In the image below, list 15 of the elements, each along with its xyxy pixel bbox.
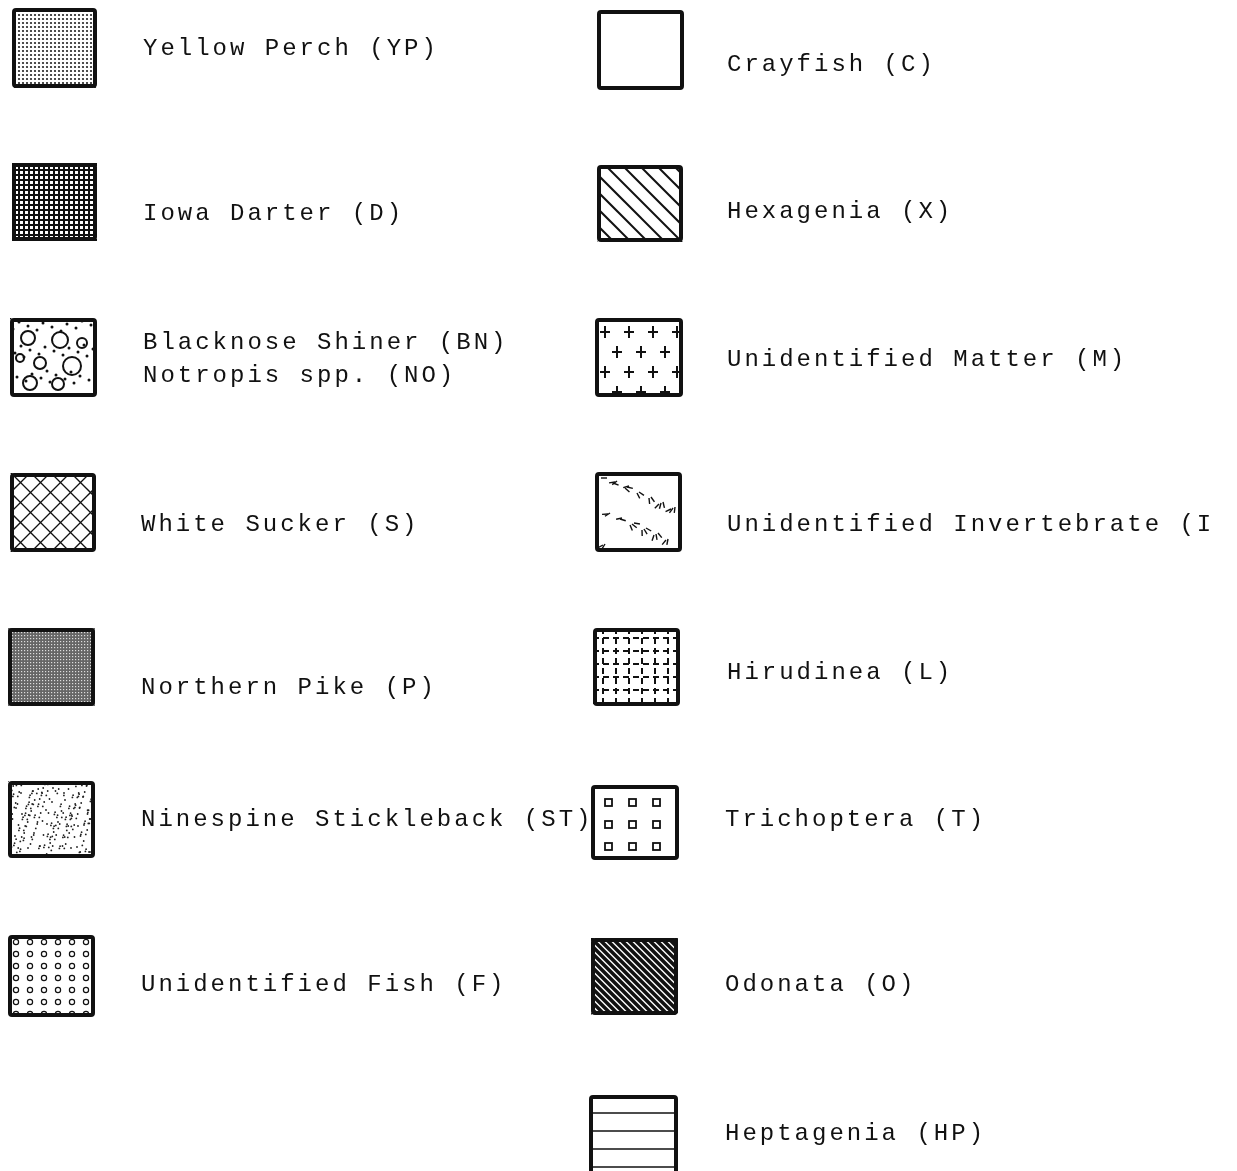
legend-label: Yellow Perch (YP) <box>143 33 439 64</box>
legend-label: Blacknose Shiner (BN) Notropis spp. (NO) <box>143 328 510 391</box>
legend-label: Hirudinea (L) <box>727 657 954 688</box>
legend-label: Trichoptera (T) <box>725 804 987 835</box>
legend-label: Unidentified Matter (M) <box>727 344 1128 375</box>
legend-label: Crayfish (C) <box>727 49 936 80</box>
legend-label: Odonata (O) <box>725 969 917 1000</box>
legend-label: Heptagenia (HP) <box>725 1118 987 1149</box>
legend-label: Unidentified Invertebrate (I <box>727 509 1215 540</box>
legend-label: White Sucker (S) <box>141 509 420 540</box>
legend-label: Iowa Darter (D) <box>143 198 405 229</box>
legend-label: Unidentified Fish (F) <box>141 969 507 1000</box>
legend-label: Northern Pike (P) <box>141 672 437 703</box>
legend-label: Ninespine Stickleback (ST) <box>141 804 594 835</box>
legend-label: Hexagenia (X) <box>727 196 954 227</box>
